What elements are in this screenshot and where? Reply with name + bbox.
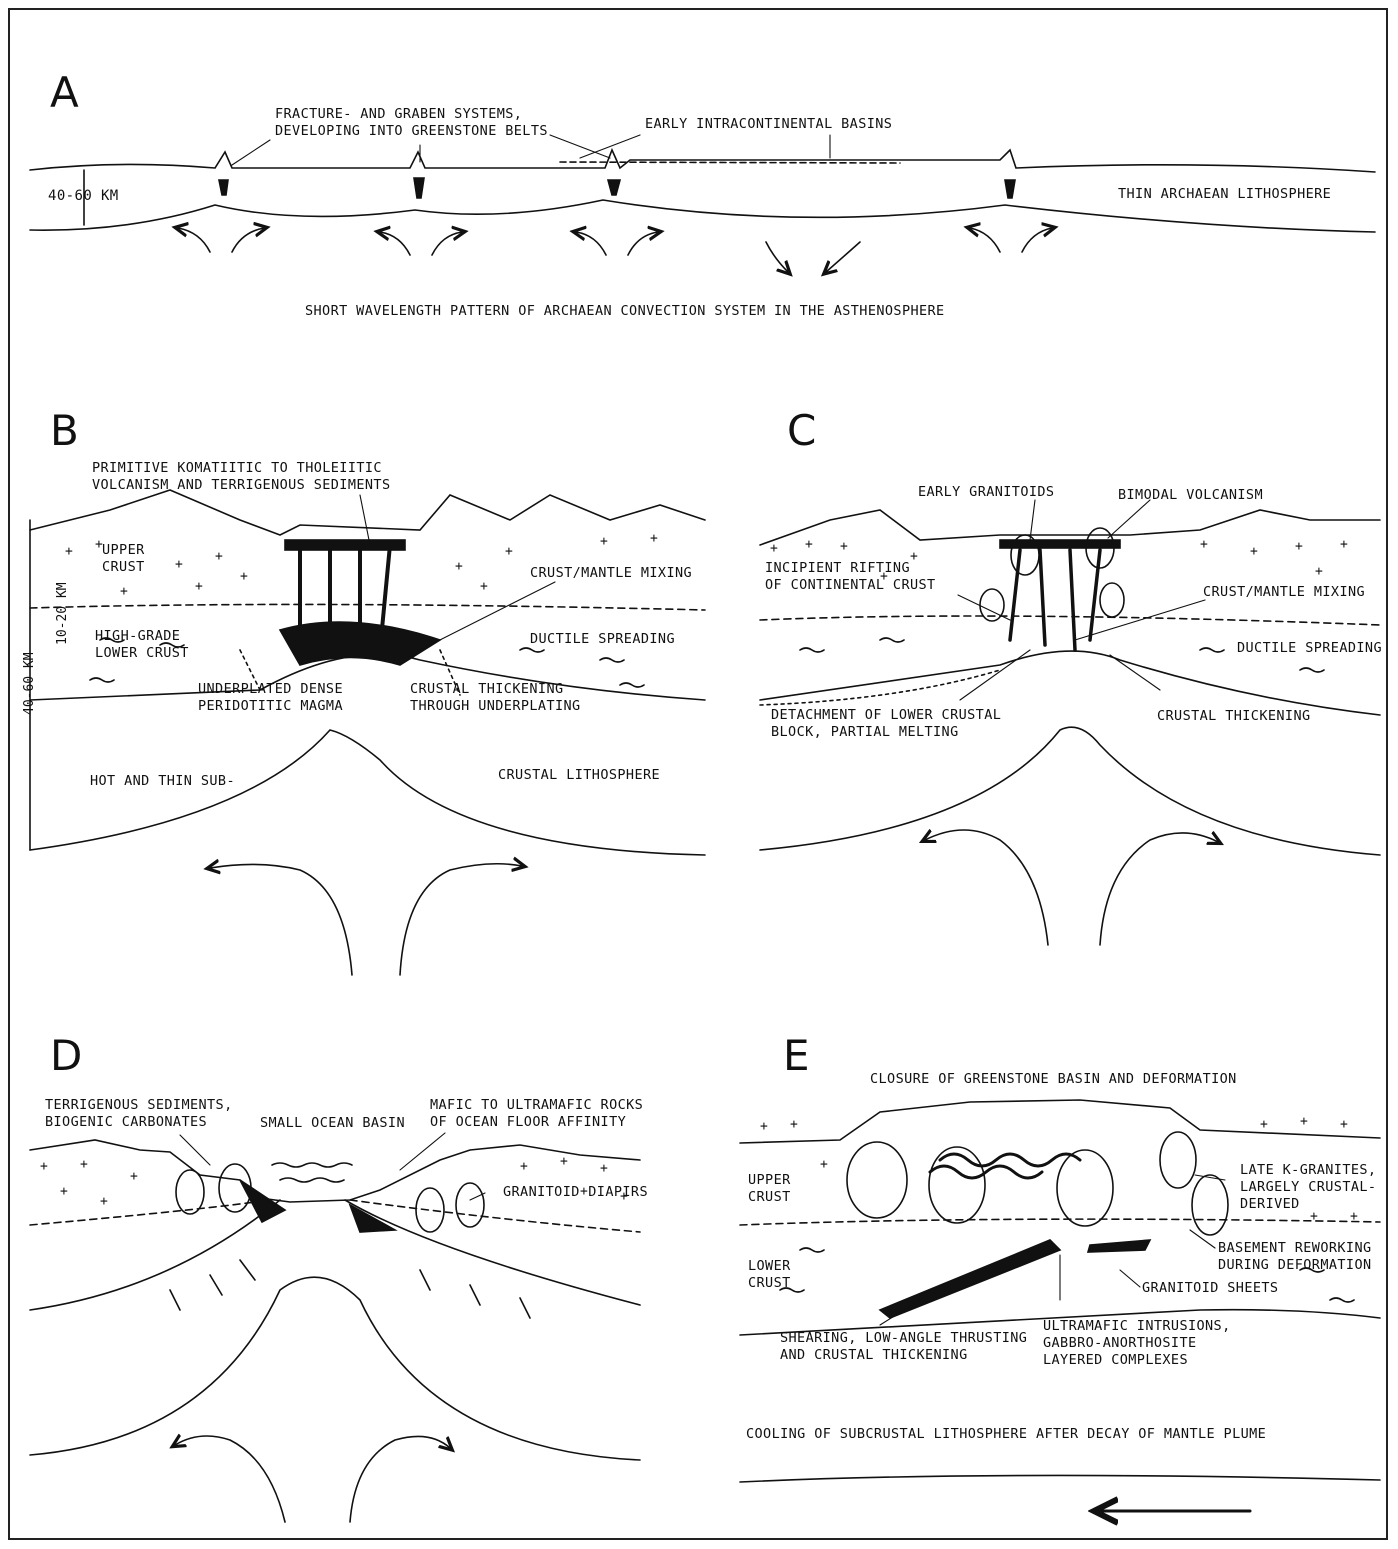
panel-b-letter: B	[50, 410, 79, 452]
panel-e-closure-label: CLOSURE OF GREENSTONE BASIN AND DEFORMAT…	[870, 1071, 1237, 1088]
panel-b-hot-label: HOT AND THIN SUB-	[90, 773, 235, 790]
panel-c-mixing-label: CRUST/MANTLE MIXING	[1203, 584, 1365, 601]
svg-text:+: +	[1260, 1117, 1268, 1132]
panel-d-ocean-label: SMALL OCEAN BASIN	[260, 1115, 405, 1132]
panel-b-lithosphere-label: CRUSTAL LITHOSPHERE	[498, 767, 660, 784]
panel-e-ultramafic-label: ULTRAMAFIC INTRUSIONS, GABBRO-ANORTHOSIT…	[1043, 1318, 1231, 1369]
svg-text:+: +	[805, 537, 813, 552]
panel-d-mantle	[30, 1277, 640, 1522]
panel-a-fracture-label: FRACTURE- AND GRABEN SYSTEMS, DEVELOPING…	[275, 106, 548, 140]
panel-a-letter: A	[50, 72, 79, 114]
panel-c-crust	[760, 510, 1380, 715]
svg-text:+: +	[760, 1119, 768, 1134]
panel-d-sediments-label: TERRIGENOUS SEDIMENTS, BIOGENIC CARBONAT…	[45, 1097, 233, 1131]
svg-text:+: +	[840, 539, 848, 554]
panel-a-caption: SHORT WAVELENGTH PATTERN OF ARCHAEAN CON…	[305, 303, 945, 320]
svg-text:+: +	[790, 1117, 798, 1132]
svg-text:+: +	[60, 1184, 68, 1199]
svg-text:+: +	[100, 1194, 108, 1209]
svg-text:+: +	[1340, 1117, 1348, 1132]
panel-d-crust	[30, 1140, 640, 1318]
svg-text:+: +	[130, 1169, 138, 1184]
panel-b-lower-crust-label: HIGH-GRADE LOWER CRUST	[95, 628, 189, 662]
svg-text:+: +	[650, 531, 658, 546]
panel-b-thickening-label: CRUSTAL THICKENING THROUGH UNDERPLATING	[410, 681, 581, 715]
svg-text:+: +	[240, 569, 248, 584]
svg-text:+: +	[65, 544, 73, 559]
svg-text:+: +	[560, 1154, 568, 1169]
panel-c-letter: C	[787, 410, 816, 452]
panel-c-bimodal-label: BIMODAL VOLCANISM	[1118, 487, 1263, 504]
svg-text:+: +	[600, 1161, 608, 1176]
svg-text:+: +	[40, 1159, 48, 1174]
panel-b-upper-crust-label: UPPER CRUST	[102, 542, 145, 576]
svg-text:+: +	[1250, 544, 1258, 559]
panel-d-letter: D	[50, 1035, 82, 1077]
panel-e-basement-label: BASEMENT REWORKING DURING DEFORMATION	[1218, 1240, 1372, 1274]
svg-text:+: +	[455, 559, 463, 574]
svg-text:+: +	[770, 541, 778, 556]
panel-b-volcanism-label: PRIMITIVE KOMATIITIC TO THOLEIITIC VOLCA…	[92, 460, 390, 494]
svg-text:+: +	[480, 579, 488, 594]
svg-text:+: +	[520, 1159, 528, 1174]
panel-c-mantle	[760, 727, 1380, 945]
svg-text:+: +	[600, 534, 608, 549]
svg-text:+: +	[1340, 537, 1348, 552]
panel-e-upper-crust-label: UPPER CRUST	[748, 1172, 791, 1206]
svg-text:+: +	[1200, 537, 1208, 552]
panel-e-shearing-label: SHEARING, LOW-ANGLE THRUSTING AND CRUSTA…	[780, 1330, 1027, 1364]
panel-d-diapirs-label: GRANITOID DIAPIRS	[503, 1184, 648, 1201]
panel-a-thin-lithosphere-label: THIN ARCHAEAN LITHOSPHERE	[1118, 186, 1331, 203]
panel-b-depth-label-deep: 40-60 KM	[22, 652, 37, 715]
panel-a-convection-arrows	[178, 228, 1052, 272]
svg-text:+: +	[120, 584, 128, 599]
svg-text:+: +	[1300, 1114, 1308, 1129]
svg-text:+: +	[1295, 539, 1303, 554]
svg-text:+: +	[175, 557, 183, 572]
crust-plus-texture: ++++++++++++ ++++++++++ ++++++++++ +++++…	[40, 531, 1358, 1224]
svg-text:+: +	[215, 549, 223, 564]
svg-text:+: +	[195, 579, 203, 594]
panel-e-sheets-label: GRANITOID SHEETS	[1142, 1280, 1278, 1297]
panel-c-thickening-label: CRUSTAL THICKENING	[1157, 708, 1311, 725]
svg-text:+: +	[1315, 564, 1323, 579]
panel-c-rifting-label: INCIPIENT RIFTING OF CONTINENTAL CRUST	[765, 560, 936, 594]
panel-e-cooling-label: COOLING OF SUBCRUSTAL LITHOSPHERE AFTER …	[746, 1426, 1266, 1443]
panel-c-ductile-label: DUCTILE SPREADING	[1237, 640, 1382, 657]
panel-b-mixing-label: CRUST/MANTLE MIXING	[530, 565, 692, 582]
panel-b-depth-label-shallow: 10-20 KM	[55, 582, 70, 645]
panel-a-basins-label: EARLY INTRACONTINENTAL BASINS	[645, 116, 892, 133]
svg-text:+: +	[505, 544, 513, 559]
panel-c-granitoids-label: EARLY GRANITOIDS	[918, 484, 1054, 501]
panel-d-mafic-label: MAFIC TO ULTRAMAFIC ROCKS OF OCEAN FLOOR…	[430, 1097, 643, 1131]
panel-e-late-k-granites-label: LATE K-GRANITES, LARGELY CRUSTAL- DERIVE…	[1240, 1162, 1376, 1213]
panel-a-depth-label: 40-60 KM	[48, 188, 119, 205]
panel-e-letter: E	[783, 1035, 810, 1077]
panel-c-detachment-label: DETACHMENT OF LOWER CRUSTAL BLOCK, PARTI…	[771, 707, 1001, 741]
svg-text:+: +	[820, 1157, 828, 1172]
panel-b-underplated-label: UNDERPLATED DENSE PERIDOTITIC MAGMA	[198, 681, 343, 715]
panel-e-lower-crust-label: LOWER CRUST	[748, 1258, 791, 1292]
panel-e-mantle	[740, 1475, 1380, 1511]
panel-b-ductile-label: DUCTILE SPREADING	[530, 631, 675, 648]
svg-text:+: +	[80, 1157, 88, 1172]
